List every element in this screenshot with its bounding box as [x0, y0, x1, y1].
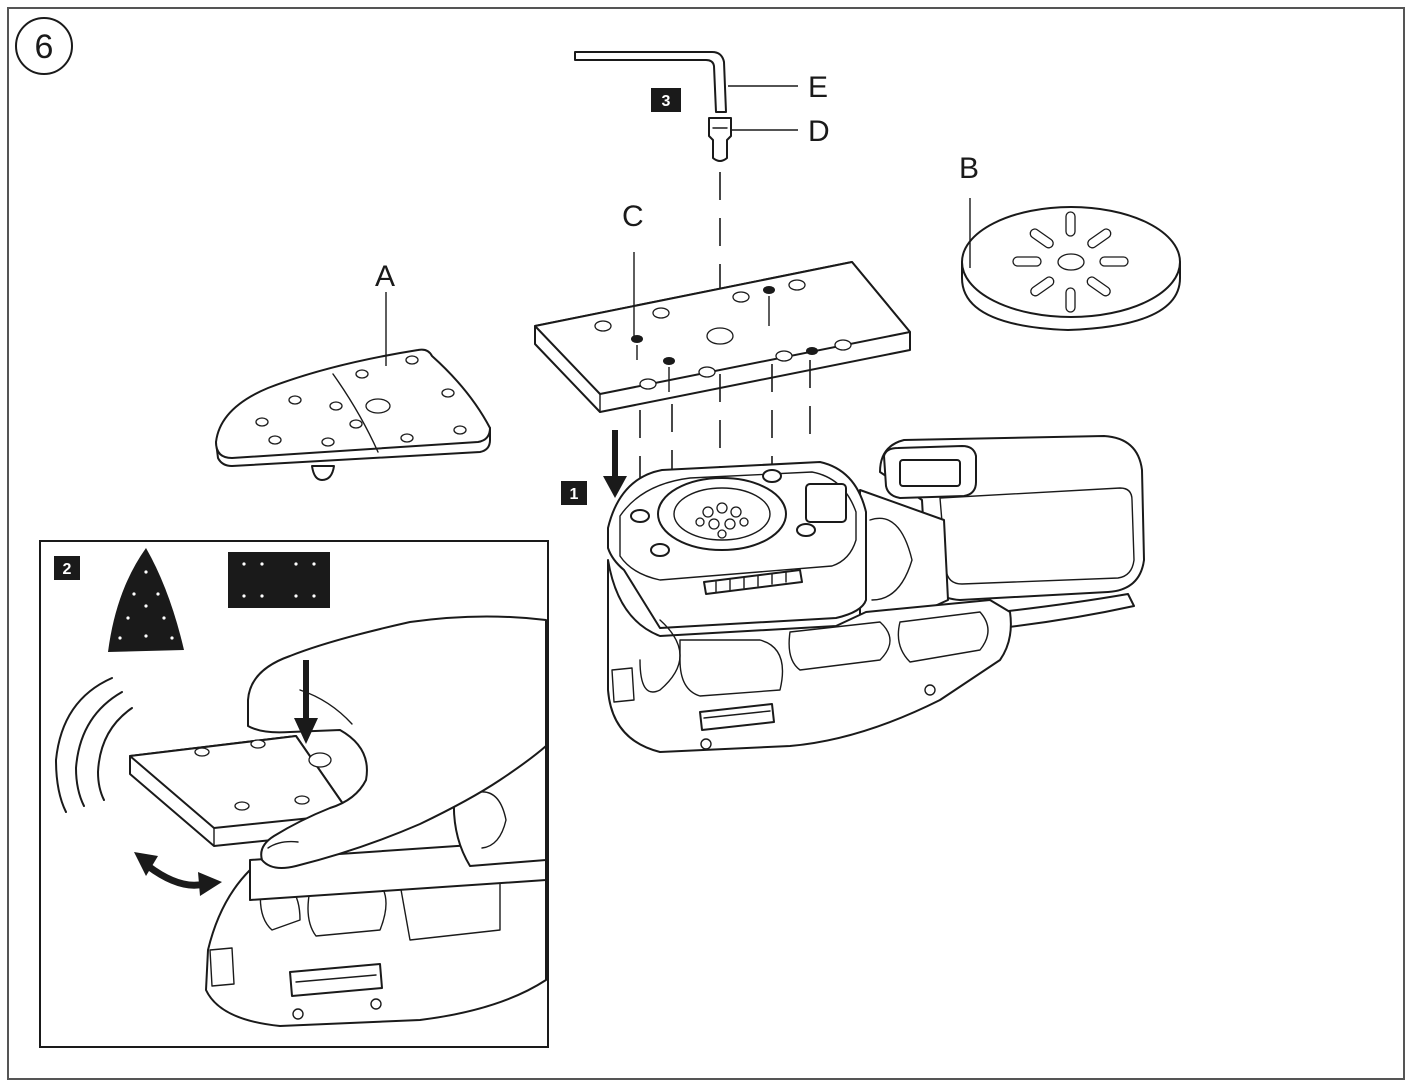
- allen-key-part-e: [574, 51, 727, 113]
- fan-holes: [695, 502, 749, 539]
- step-1-number: 1: [570, 486, 579, 503]
- label-c: C: [622, 200, 644, 233]
- round-pad-part-b: [961, 206, 1181, 331]
- step-3-badge: 3: [651, 88, 681, 112]
- round-pad-slots: [1012, 211, 1129, 313]
- press-down-arrow-icon: [294, 660, 318, 744]
- label-d: D: [808, 115, 830, 148]
- triangular-sanding-sheet-icon: [108, 548, 184, 652]
- triangular-pad-part-a: [215, 348, 491, 481]
- rectangular-pad-part-c: [534, 261, 911, 413]
- vibration-icon: [55, 677, 133, 813]
- down-arrow-icon: [603, 430, 627, 498]
- step-3-number: 3: [662, 93, 671, 110]
- label-b: B: [959, 152, 979, 185]
- screw-part-d: [708, 117, 732, 162]
- figure-frame: [7, 7, 1405, 1080]
- label-e: E: [808, 71, 828, 104]
- step-2-number: 2: [63, 561, 72, 578]
- step-2-badge: 2: [54, 556, 80, 580]
- rectangular-sanding-sheet-icon: [228, 552, 330, 608]
- step-1-badge: 1: [561, 481, 587, 505]
- figure-number: 6: [35, 28, 54, 66]
- pad-alignment-lines: [636, 296, 811, 520]
- sander-body: [607, 435, 1145, 753]
- figure-number-badge: 6: [15, 17, 73, 75]
- rocking-arrow-icon: [134, 852, 222, 896]
- inset-panel-attach-pad: 2: [39, 540, 549, 1048]
- label-a: A: [375, 260, 395, 293]
- inset-pad: [129, 735, 351, 847]
